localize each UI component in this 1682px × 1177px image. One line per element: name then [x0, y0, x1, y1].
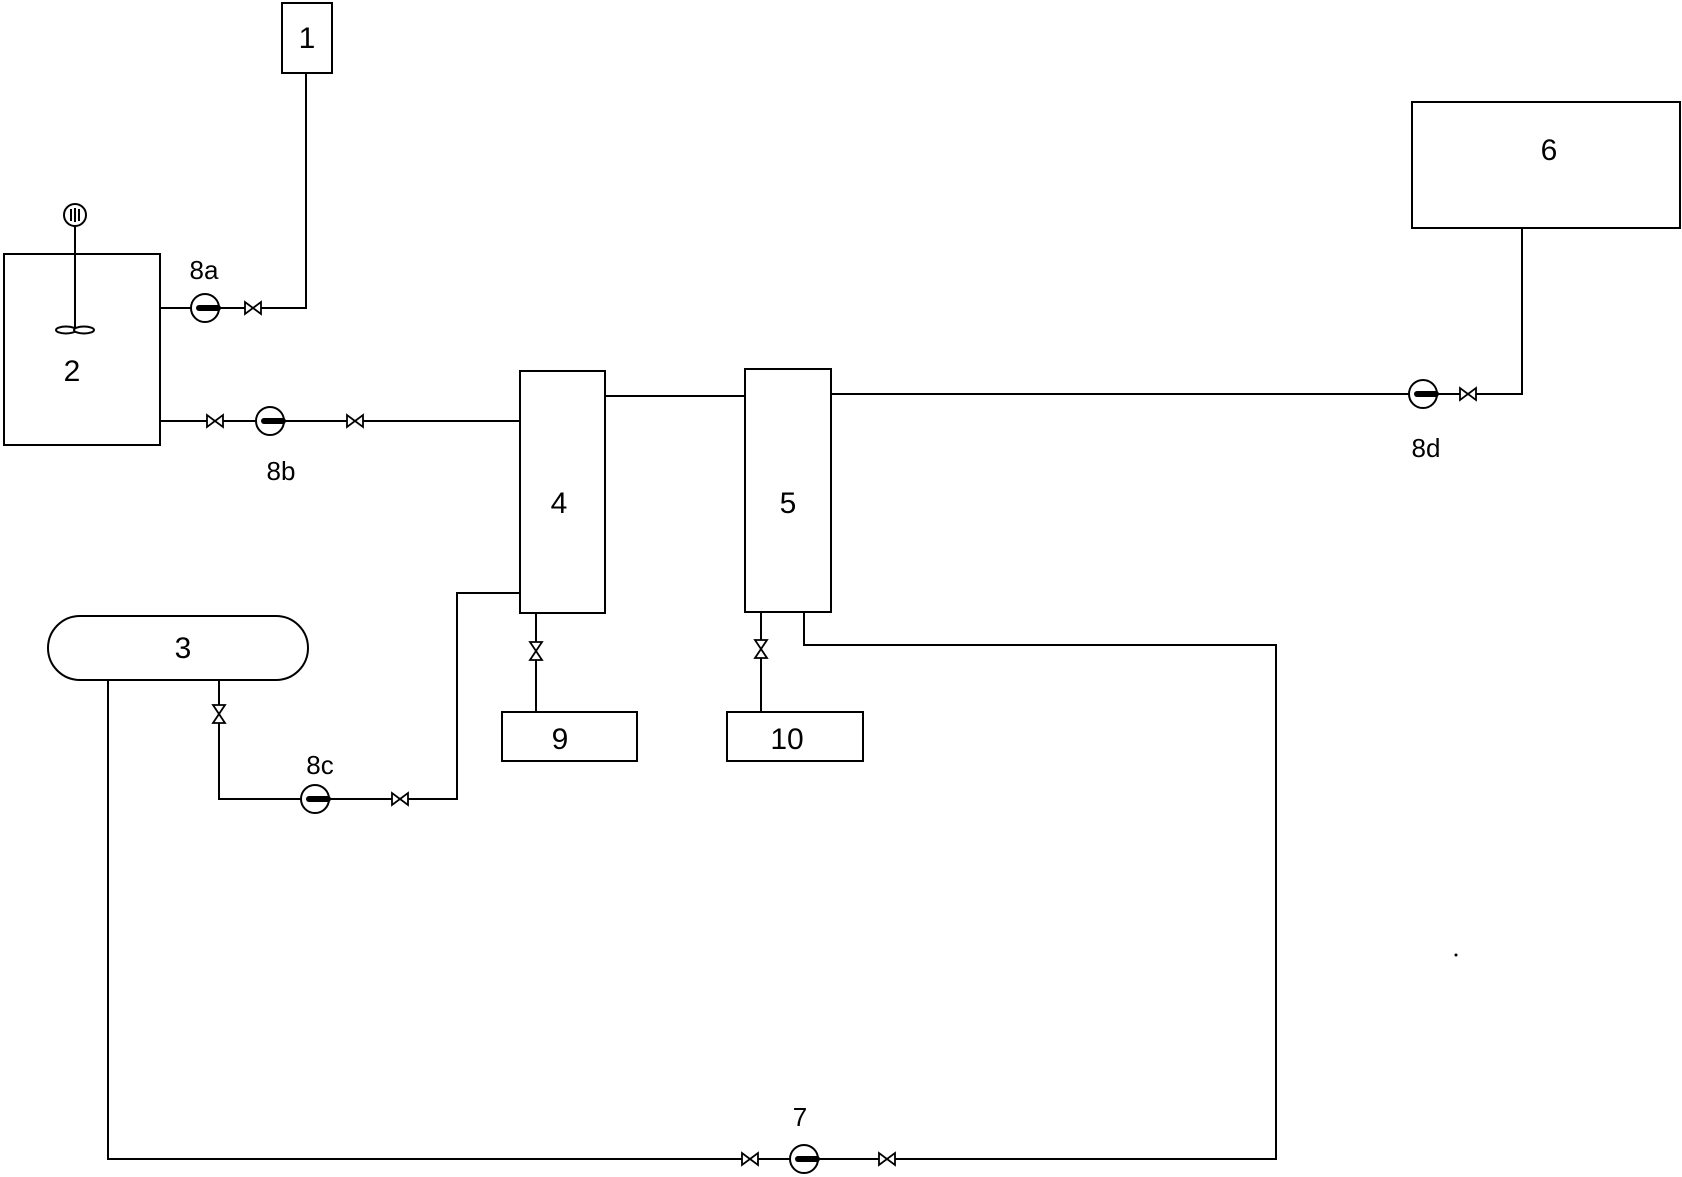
pipe-5-to-6 [831, 228, 1523, 395]
box-1-label: 1 [299, 22, 316, 55]
column-5-label: 5 [780, 487, 797, 520]
stray-dot [1454, 953, 1458, 957]
box-1: 1 [281, 2, 333, 74]
column-4-label: 4 [551, 487, 568, 520]
valve-icon [528, 641, 544, 661]
receiver-10-label: 10 [770, 723, 803, 756]
column-4: 4 [519, 370, 606, 614]
pump-8b-label: 8b [267, 456, 296, 486]
pump-8d-label: 8d [1412, 433, 1441, 463]
impeller-icon [55, 325, 95, 335]
tank-2-label: 2 [64, 355, 81, 388]
receiver-9: 9 [501, 711, 638, 762]
valve-icon [753, 639, 769, 659]
valve-icon [391, 791, 409, 807]
valve-icon [211, 704, 227, 724]
valve-icon [1459, 386, 1477, 402]
stirred-tank-2: 2 [3, 203, 161, 446]
pump-8c: 8c [300, 750, 334, 814]
pipelines [107, 73, 1523, 1160]
storage-vessel-3: 3 [47, 615, 309, 681]
pump-8a-label: 8a [190, 255, 219, 285]
receiver-9-label: 9 [552, 723, 569, 756]
valve-icon [878, 1151, 896, 1167]
valve-icon [206, 413, 224, 429]
valve-icon [741, 1151, 759, 1167]
valve-icon [346, 413, 364, 429]
pipe-1-to-2 [160, 73, 307, 309]
vessel-3-label: 3 [175, 632, 192, 665]
pump-8c-label: 8c [306, 750, 333, 780]
box-6-label: 6 [1541, 134, 1558, 167]
pipe-5-to-3-recycle [107, 612, 1277, 1160]
pump-7-label: 7 [793, 1102, 807, 1132]
pump-8b: 8b [255, 406, 296, 486]
pump-7: 7 [789, 1102, 820, 1174]
pump-8a: 8a [190, 255, 221, 323]
pipe-3-to-4 [218, 592, 520, 800]
column-5: 5 [744, 368, 832, 613]
box-6: 6 [1411, 101, 1681, 229]
receiver-10: 10 [726, 711, 864, 762]
pump-8d: 8d [1408, 379, 1441, 463]
valves [206, 300, 1477, 1167]
valve-icon [244, 300, 262, 316]
